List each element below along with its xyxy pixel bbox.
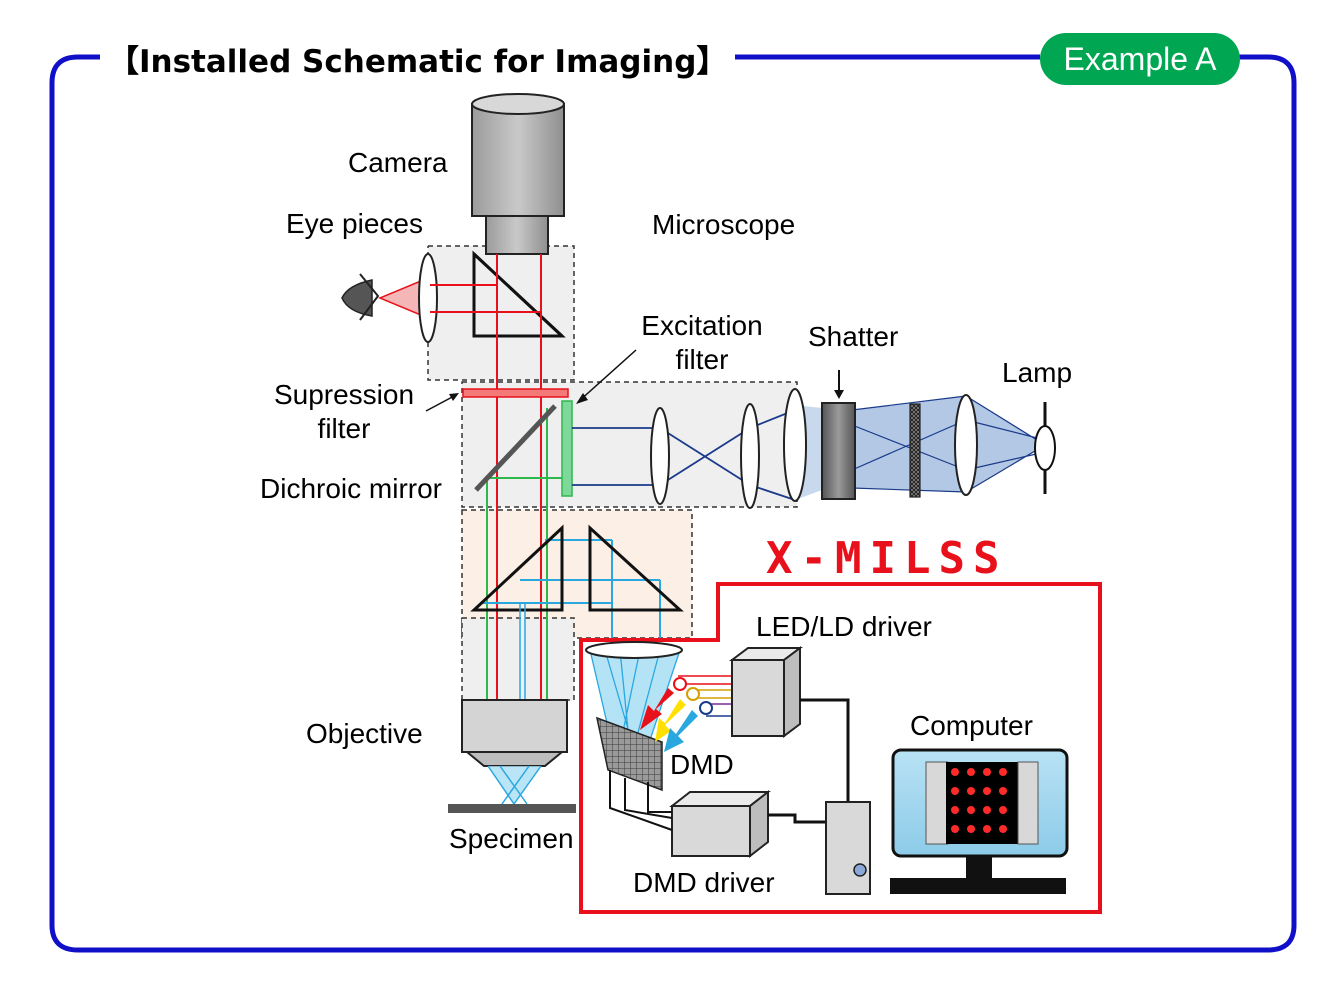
screen-dot: [983, 768, 991, 776]
dmd-projection-lens: [585, 641, 683, 659]
cable-dmd-to-pc: [768, 813, 826, 824]
objective-lens: [461, 699, 568, 767]
cable-dmd-chip-2: [624, 778, 673, 819]
shatter: [821, 402, 856, 500]
prism-module-box: [461, 509, 693, 639]
label-dichroic-mirror: Dichroic mirror: [260, 473, 442, 504]
relay-lens-2: [740, 403, 760, 509]
label-led-ld-driver: LED/LD driver: [756, 611, 932, 642]
screen-dot-pattern: [951, 768, 1007, 833]
label-excitation-line1: Excitation: [641, 310, 763, 341]
screen-dot: [983, 825, 991, 833]
eyepiece-lens: [418, 253, 438, 343]
dmd-chip: [595, 716, 663, 792]
objective-light-cone: [488, 766, 541, 804]
outer-frame: [49, 54, 1297, 953]
excitation-pointer: [577, 349, 637, 403]
label-suppression-line1: Supression: [273, 379, 415, 410]
lamp-icon: [1034, 402, 1056, 494]
yellow-led-arrow: [655, 699, 686, 742]
dichroic-mirror: [474, 404, 557, 492]
screen-dot: [967, 787, 975, 795]
screen-dot: [999, 825, 1007, 833]
prism-left: [470, 524, 564, 612]
screen-dot: [951, 825, 959, 833]
screen-dot: [999, 768, 1007, 776]
label-computer: Computer: [910, 710, 1033, 741]
computer-monitor: [890, 748, 1069, 894]
red-led-arrow: [640, 688, 674, 730]
label-specimen: Specimen: [449, 823, 574, 854]
excitation-filter: [561, 400, 573, 497]
label-suppression-filter: Supression filter: [268, 378, 420, 445]
condenser-lens: [783, 388, 807, 502]
screen-dot: [951, 768, 959, 776]
eye-icon: [341, 273, 380, 321]
lamp-lens: [954, 394, 978, 496]
label-dmd-driver: DMD driver: [633, 867, 775, 898]
label-excitation-filter: Excitation filter: [634, 309, 770, 376]
screen-dot: [951, 787, 959, 795]
cable-dmd-chip-3: [647, 782, 672, 813]
prism-right: [588, 524, 684, 612]
screen-dot: [983, 806, 991, 814]
suppression-pointer: [425, 394, 457, 412]
x-milss-logo: X-MILSS: [766, 533, 1008, 584]
dmd-driver-box: [669, 789, 771, 859]
screen-dot: [999, 806, 1007, 814]
example-badge: Example A: [1040, 33, 1240, 85]
label-eye-pieces: Eye pieces: [286, 208, 423, 239]
cable-dmd-chip-1: [609, 770, 673, 831]
cable-led-to-pc: [800, 698, 850, 802]
label-dmd: DMD: [670, 749, 734, 780]
label-objective: Objective: [306, 718, 423, 749]
screen-dot: [951, 806, 959, 814]
blue-led-arrow: [664, 710, 698, 752]
tube-module-box: [461, 617, 575, 701]
suppression-filter: [462, 388, 569, 398]
pc-tower: [825, 801, 871, 895]
label-suppression-line2: filter: [317, 412, 371, 444]
camera-body: [471, 93, 565, 255]
shatter-grid: [909, 403, 921, 498]
page-title: 【Installed Schematic for Imaging】: [100, 36, 736, 81]
screen-dot: [967, 825, 975, 833]
label-lamp: Lamp: [1002, 357, 1073, 388]
label-microscope: Microscope: [652, 209, 796, 240]
screen-dot: [967, 806, 975, 814]
lamp-beam-fan: [852, 396, 1045, 492]
screen-dot: [967, 768, 975, 776]
label-camera: Camera: [348, 147, 448, 178]
led-ld-driver-box: [729, 646, 803, 738]
relay-lens-1: [650, 407, 670, 505]
specimen-slide: [448, 804, 576, 813]
screen-dot: [999, 787, 1007, 795]
label-excitation-line2: filter: [675, 343, 729, 375]
screen-dot: [983, 787, 991, 795]
label-shatter: Shatter: [808, 321, 899, 352]
